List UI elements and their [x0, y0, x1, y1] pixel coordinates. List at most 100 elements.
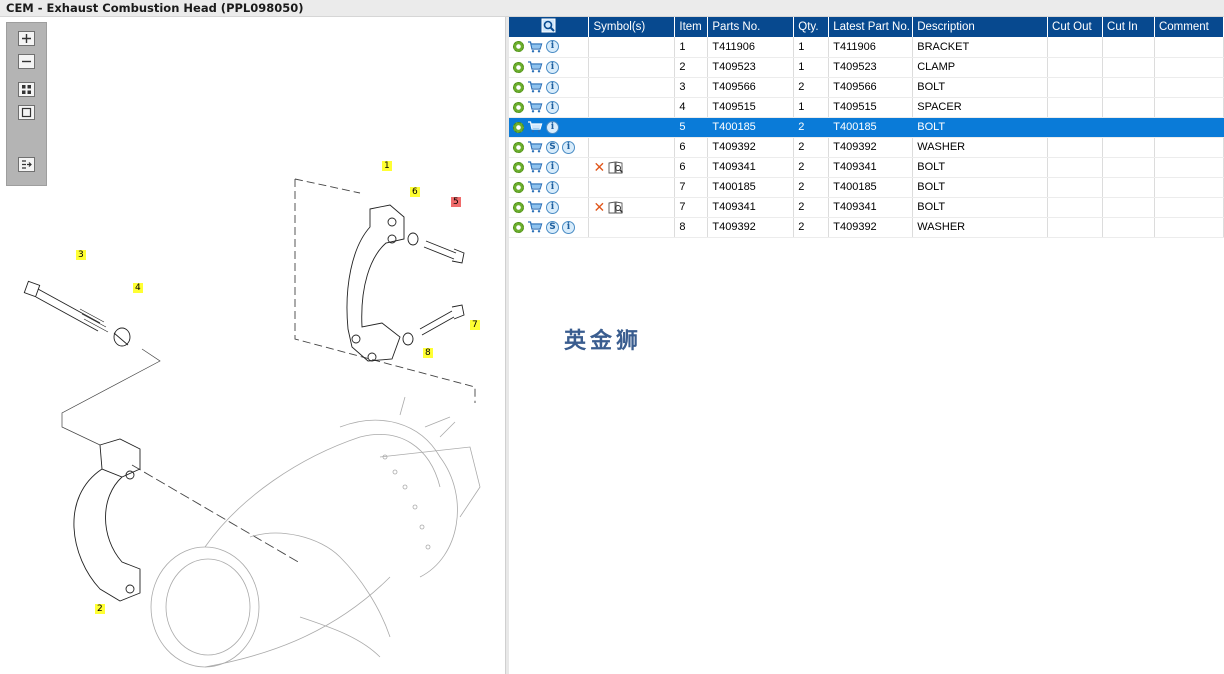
- cart-icon[interactable]: [527, 221, 543, 233]
- info-icon[interactable]: i: [546, 200, 559, 214]
- cut-out-cell: [1047, 77, 1104, 98]
- gear-icon[interactable]: [513, 41, 524, 53]
- callout-2[interactable]: 2: [95, 604, 105, 614]
- cut-in-cell: [1102, 177, 1155, 198]
- column-header-parts-no[interactable]: Parts No.: [707, 17, 795, 37]
- cart-icon[interactable]: [527, 201, 543, 213]
- callout-8[interactable]: 8: [423, 348, 433, 358]
- column-header-cut-in[interactable]: Cut In: [1102, 17, 1155, 37]
- cut-in-cell: [1102, 217, 1155, 238]
- callout-6[interactable]: 6: [410, 187, 420, 197]
- book-search-icon[interactable]: [608, 160, 624, 174]
- gear-icon[interactable]: [513, 121, 524, 133]
- qty-cell: 2: [793, 177, 830, 198]
- column-header-comment[interactable]: Comment: [1154, 17, 1224, 37]
- callout-3[interactable]: 3: [76, 250, 86, 260]
- list-export-icon[interactable]: [18, 157, 35, 172]
- gear-icon[interactable]: [513, 201, 524, 213]
- cart-icon[interactable]: [527, 181, 543, 193]
- cut-in-cell: [1102, 197, 1155, 218]
- symbols-cell: [588, 137, 676, 158]
- row-actions: i: [509, 197, 590, 218]
- parts-table: Symbol(s) Item Parts No. Qty. Latest Par…: [509, 17, 1224, 238]
- gear-icon[interactable]: [513, 61, 524, 73]
- supersession-icon[interactable]: S: [546, 140, 559, 154]
- book-search-icon[interactable]: [608, 200, 624, 214]
- cut-in-cell: [1102, 77, 1155, 98]
- callout-7[interactable]: 7: [470, 320, 480, 330]
- exploded-drawing[interactable]: [0, 17, 505, 674]
- row-actions: i: [509, 57, 590, 78]
- gear-icon[interactable]: [513, 81, 524, 93]
- info-icon[interactable]: i: [562, 220, 575, 234]
- column-header-symbols[interactable]: Symbol(s): [588, 17, 676, 37]
- gear-icon[interactable]: [513, 181, 524, 193]
- info-icon[interactable]: i: [546, 80, 559, 94]
- cart-icon[interactable]: [527, 61, 543, 73]
- column-header-qty[interactable]: Qty.: [793, 17, 830, 37]
- callout-1[interactable]: 1: [382, 161, 392, 171]
- cart-icon[interactable]: [527, 161, 543, 173]
- zoom-in-icon[interactable]: [18, 31, 35, 46]
- gear-icon[interactable]: [513, 161, 524, 173]
- comment-cell: [1154, 77, 1224, 98]
- callout-5[interactable]: 5: [451, 197, 461, 207]
- latest-part-cell: T409515: [828, 97, 914, 118]
- supersession-icon[interactable]: S: [546, 220, 559, 234]
- comment-cell: [1154, 217, 1224, 238]
- info-icon[interactable]: i: [546, 180, 559, 194]
- column-header-cut-out[interactable]: Cut Out: [1047, 17, 1104, 37]
- callout-4[interactable]: 4: [133, 283, 143, 293]
- column-header-description[interactable]: Description: [912, 17, 1049, 37]
- watermark: 英金狮: [564, 329, 643, 354]
- symbols-cell: [588, 97, 676, 118]
- cart-icon[interactable]: [527, 101, 543, 113]
- zoom-out-icon[interactable]: [18, 54, 35, 69]
- cart-icon[interactable]: [527, 121, 543, 133]
- gear-icon[interactable]: [513, 101, 524, 113]
- description-cell: WASHER: [912, 217, 1049, 238]
- cart-icon[interactable]: [527, 41, 543, 53]
- latest-part-cell: T409341: [828, 197, 914, 218]
- description-cell: CLAMP: [912, 57, 1049, 78]
- info-icon[interactable]: i: [562, 140, 575, 154]
- latest-part-cell: T409523: [828, 57, 914, 78]
- gear-icon[interactable]: [513, 141, 524, 153]
- column-header-latest-part[interactable]: Latest Part No.: [828, 17, 914, 37]
- column-header-actions[interactable]: [509, 17, 590, 37]
- column-header-item[interactable]: Item: [674, 17, 709, 37]
- diagram-pane[interactable]: 1 2 3 4 5 6 7 8: [0, 17, 505, 674]
- info-icon[interactable]: i: [546, 40, 559, 54]
- search-icon[interactable]: [541, 18, 557, 34]
- cut-out-cell: [1047, 57, 1104, 78]
- qty-cell: 1: [793, 57, 830, 78]
- cart-icon[interactable]: [527, 141, 543, 153]
- gear-icon[interactable]: [513, 221, 524, 233]
- cut-in-cell: [1102, 117, 1155, 138]
- actual-size-icon[interactable]: [18, 105, 35, 120]
- info-icon[interactable]: i: [546, 100, 559, 114]
- cut-in-cell: [1102, 157, 1155, 178]
- info-icon[interactable]: i: [546, 160, 559, 174]
- row-actions: i: [509, 177, 590, 198]
- item-cell: 6: [674, 157, 709, 178]
- table-header: Symbol(s) Item Parts No. Qty. Latest Par…: [509, 17, 1224, 37]
- description-cell: BOLT: [912, 157, 1049, 178]
- pane-splitter[interactable]: [505, 17, 509, 674]
- description-cell: BOLT: [912, 77, 1049, 98]
- cart-icon[interactable]: [527, 81, 543, 93]
- info-icon[interactable]: i: [546, 60, 559, 74]
- row-actions: i: [509, 77, 590, 98]
- info-icon[interactable]: i: [546, 120, 559, 134]
- fit-icon[interactable]: [18, 82, 35, 97]
